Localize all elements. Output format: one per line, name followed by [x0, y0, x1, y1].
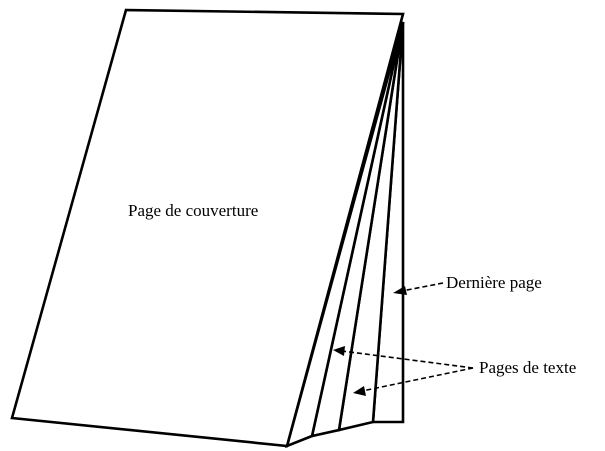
- cover-label: Page de couverture: [128, 201, 258, 220]
- text-pages-upper-arrowhead: [333, 346, 345, 356]
- text-pages-arrows: [333, 346, 474, 396]
- last-page-label: Dernière page: [446, 273, 542, 292]
- text-pages-lower-arrowhead: [353, 386, 366, 396]
- text-pages-label: Pages de texte: [479, 358, 576, 377]
- last-page-arrowhead: [393, 286, 407, 295]
- cover-page-shape: [10, 8, 405, 448]
- last-page-arrow: [393, 282, 444, 295]
